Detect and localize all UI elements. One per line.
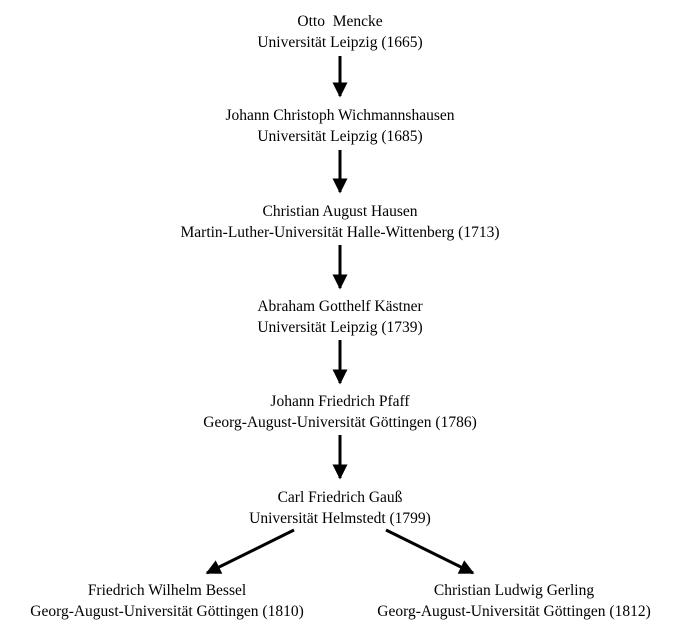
- node-abraham-gotthelf-kastner: Abraham Gotthelf Kästner Universität Lei…: [257, 296, 422, 338]
- node-name: Carl Friedrich Gauß: [277, 489, 403, 506]
- edge-gauss-to-bessel: [205, 528, 295, 575]
- node-name: Johann Christoph Wichmannshausen: [225, 107, 455, 124]
- node-name: Johann Friedrich Pfaff: [270, 393, 410, 410]
- node-name: Christian August Hausen: [262, 203, 418, 220]
- node-institution: Georg-August-Universität Göttingen (1812…: [377, 603, 651, 620]
- node-carl-friedrich-gauss: Carl Friedrich Gauß Universität Helmsted…: [249, 487, 431, 529]
- node-institution: Martin-Luther-Universität Halle-Wittenbe…: [180, 224, 500, 241]
- node-christian-ludwig-gerling: Christian Ludwig Gerling Georg-August-Un…: [377, 580, 651, 622]
- node-institution: Universität Leipzig (1665): [257, 34, 423, 51]
- node-otto-mencke: Otto Mencke Universität Leipzig (1665): [257, 11, 422, 53]
- node-johann-friedrich-pfaff: Johann Friedrich Pfaff Georg-August-Univ…: [203, 391, 477, 433]
- edge-gauss-to-gerling: [385, 528, 475, 575]
- node-institution: Georg-August-Universität Göttingen (1786…: [203, 414, 477, 431]
- node-institution: Universität Leipzig (1739): [257, 319, 423, 336]
- node-institution: Georg-August-Universität Göttingen (1810…: [30, 603, 304, 620]
- node-name: Otto Mencke: [297, 13, 383, 30]
- node-name: Christian Ludwig Gerling: [433, 582, 595, 599]
- node-christian-august-hausen: Christian August Hausen Martin-Luther-Un…: [180, 201, 499, 243]
- node-name: Abraham Gotthelf Kästner: [257, 298, 423, 315]
- node-institution: Universität Helmstedt (1799): [249, 510, 431, 527]
- node-friedrich-wilhelm-bessel: Friedrich Wilhelm Bessel Georg-August-Un…: [30, 580, 304, 622]
- node-johann-christoph-wichmannshausen: Johann Christoph Wichmannshausen Univers…: [226, 105, 455, 147]
- node-institution: Universität Leipzig (1685): [257, 128, 423, 145]
- node-name: Friedrich Wilhelm Bessel: [87, 582, 247, 599]
